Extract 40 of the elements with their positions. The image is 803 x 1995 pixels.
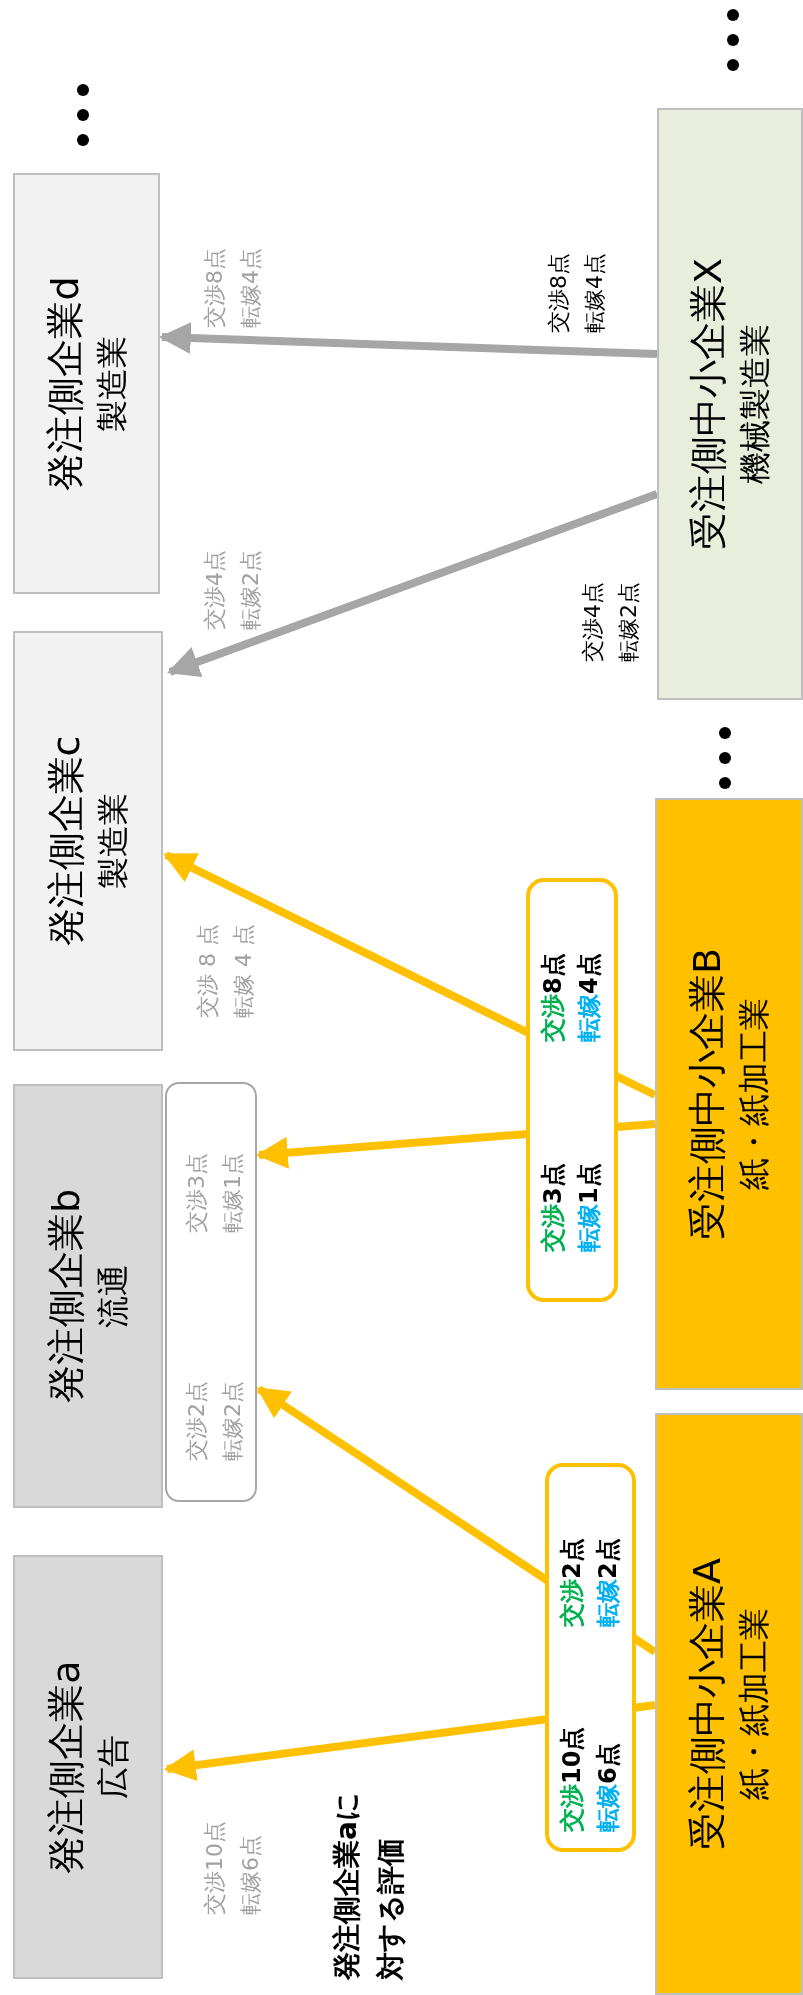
company-box	[13, 1084, 163, 1508]
company-name: 受注側中小企業A	[684, 1558, 730, 1850]
company-name: 発注側企業d	[41, 276, 88, 491]
company-box	[13, 1555, 163, 1979]
title: 発注側企業aに対する評価	[329, 1791, 408, 1980]
score-text: 転嫁1点	[574, 1163, 604, 1252]
company-box	[657, 108, 803, 700]
edge-label: 交渉8点転嫁4点	[545, 252, 608, 333]
industry-name: 機械製造業	[735, 324, 775, 484]
company-name: 受注側中小企業X	[685, 258, 731, 551]
score-label: 交渉10点転嫁6点	[201, 1820, 264, 1915]
company-name: 発注側企業c	[43, 735, 89, 947]
score-label: 交渉 8 点転嫁 4 点	[194, 923, 257, 1018]
arrow	[167, 490, 659, 678]
score-label: 交渉8点転嫁4点	[201, 247, 264, 328]
score-text: 転嫁6点	[593, 1743, 623, 1832]
score-label: 交渉4点転嫁2点	[201, 549, 264, 630]
company-box	[655, 1413, 803, 1995]
score-text: 交渉10点	[557, 1726, 587, 1832]
company-name: 発注側企業a	[43, 1660, 89, 1874]
industry-name: 製造業	[93, 793, 133, 889]
industry-name: 紙・紙加工業	[734, 1608, 774, 1800]
company-box	[13, 173, 160, 594]
company-box	[13, 631, 163, 1051]
edge-label: 交渉4点転嫁2点	[579, 581, 642, 662]
company-name: 受注側中小企業B	[684, 947, 730, 1241]
industry-name: 広告	[93, 1735, 133, 1799]
industry-name: 紙・紙加工業	[734, 998, 774, 1190]
score-text: 交渉3点転嫁1点	[183, 1152, 246, 1233]
company-box	[655, 798, 803, 1390]
score-box	[165, 1082, 257, 1502]
score-text: 交渉2点転嫁2点	[183, 1380, 246, 1461]
score-text: 転嫁2点	[593, 1538, 623, 1627]
score-text: 交渉2点	[557, 1538, 587, 1627]
company-name: 発注側企業b	[43, 1188, 89, 1404]
score-text: 転嫁4点	[574, 953, 604, 1042]
industry-name: 流通	[93, 1264, 133, 1328]
industry-name: 製造業	[91, 335, 132, 432]
score-text: 交渉8点	[538, 953, 568, 1042]
score-text: 交渉3点	[538, 1163, 568, 1252]
